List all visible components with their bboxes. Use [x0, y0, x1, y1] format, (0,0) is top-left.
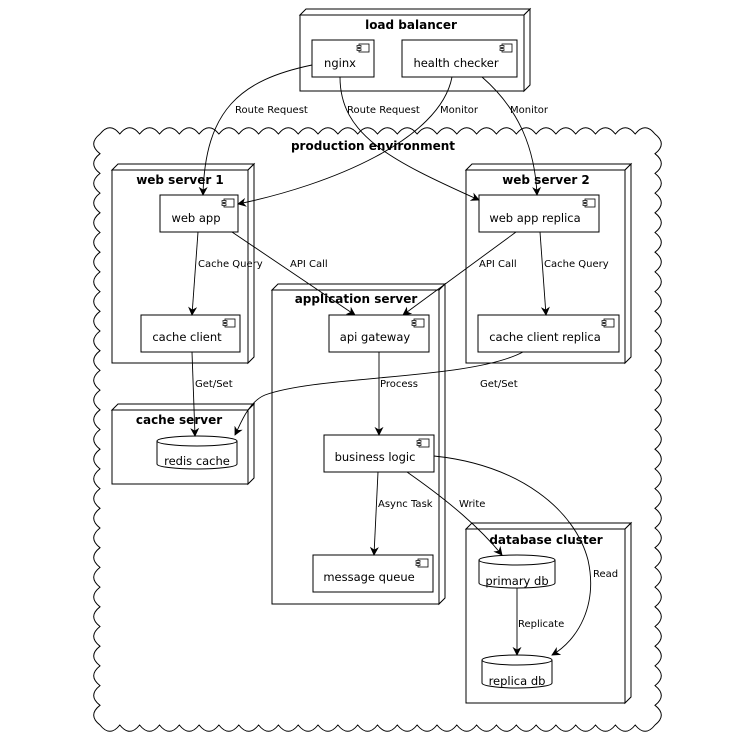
- database-redis-cache[interactable]: redis cache: [156, 435, 238, 470]
- edges: Route Request Route Request Monitor Moni…: [188, 64, 618, 656]
- node-load-balancer[interactable]: load balancer nginx health checker: [298, 7, 532, 93]
- edge-label: Get/Set: [480, 379, 518, 390]
- edge-label: Cache Query: [198, 259, 263, 270]
- component-icon: [499, 43, 513, 53]
- node-database-cluster[interactable]: database cluster primary db replica db: [464, 521, 633, 705]
- component-icon: [416, 438, 430, 448]
- node-web-server-1[interactable]: web server 1 web app cache client: [110, 162, 256, 365]
- edge-label: Monitor: [510, 105, 549, 116]
- edge-label: API Call: [479, 259, 517, 270]
- component-icon: [415, 558, 429, 568]
- edge-nginx-to-web-app-replica: Route Request: [339, 76, 480, 201]
- edge-web-app-replica-to-cache-client-replica: Cache Query: [539, 231, 609, 316]
- edge-api-gateway-to-business-logic: Process: [374, 352, 418, 436]
- web-server-1-title: web server 1: [136, 173, 224, 187]
- edge-web-app-to-cache-client: Cache Query: [188, 231, 263, 316]
- component-icon: [411, 318, 425, 328]
- database-cluster-title: database cluster: [489, 533, 602, 547]
- edge-primary-db-to-replica-db: Replicate: [512, 588, 564, 656]
- replica-db-label: replica db: [489, 674, 546, 688]
- edge-business-logic-to-primary-db: Write: [406, 471, 503, 556]
- edge-label: Read: [593, 569, 618, 580]
- edge-label: Route Request: [235, 105, 308, 116]
- component-nginx[interactable]: nginx: [311, 39, 375, 78]
- edge-cache-client-replica-to-redis-cache: Get/Set: [234, 351, 524, 436]
- edge-health-checker-to-web-app-replica: Monitor: [481, 76, 549, 196]
- component-icon: [356, 43, 370, 53]
- edge-business-logic-to-message-queue: Async Task: [369, 471, 433, 556]
- component-icon: [582, 198, 596, 208]
- component-cache-client[interactable]: cache client: [140, 314, 241, 353]
- component-business-logic[interactable]: business logic: [323, 434, 435, 473]
- edge-label: Get/Set: [195, 379, 233, 390]
- node-application-server[interactable]: application server api gateway business …: [270, 282, 447, 606]
- edge-label: Async Task: [378, 499, 433, 510]
- component-api-gateway[interactable]: api gateway: [328, 314, 430, 353]
- component-web-app-replica[interactable]: web app replica: [478, 194, 600, 233]
- edge-web-app-replica-to-api-gateway: API Call: [402, 231, 517, 316]
- application-server-title: application server: [295, 292, 418, 306]
- edge-web-app-to-api-gateway: API Call: [231, 231, 356, 316]
- edge-label: API Call: [290, 259, 328, 270]
- edge-nginx-to-web-app: Route Request: [198, 64, 313, 196]
- edge-label: Replicate: [518, 619, 564, 630]
- cache-client-label: cache client: [152, 330, 222, 344]
- component-icon: [601, 318, 615, 328]
- primary-db-label: primary db: [485, 574, 548, 588]
- health-checker-label: health checker: [413, 56, 498, 70]
- edge-label: Write: [459, 499, 485, 510]
- component-icon: [221, 198, 235, 208]
- business-logic-label: business logic: [335, 450, 416, 464]
- database-replica-db[interactable]: replica db: [481, 654, 553, 689]
- edge-business-logic-to-replica-db: Read: [433, 455, 618, 656]
- cache-server-title: cache server: [136, 413, 222, 427]
- component-message-queue[interactable]: message queue: [312, 554, 434, 593]
- edge-label: Route Request: [347, 105, 420, 116]
- component-web-app[interactable]: web app: [159, 194, 239, 233]
- nginx-label: nginx: [324, 56, 356, 70]
- web-app-replica-label: web app replica: [489, 211, 580, 225]
- edge-cache-client-to-redis-cache: Get/Set: [190, 351, 233, 437]
- cache-client-replica-label: cache client replica: [489, 330, 601, 344]
- node-cache-server[interactable]: cache server redis cache: [110, 402, 256, 486]
- component-cache-client-replica[interactable]: cache client replica: [477, 314, 620, 353]
- component-icon: [222, 318, 236, 328]
- edge-label: Process: [380, 379, 418, 390]
- edge-label: Monitor: [440, 105, 479, 116]
- edge-health-checker-to-web-app: Monitor: [237, 76, 479, 207]
- web-server-2-title: web server 2: [502, 173, 590, 187]
- database-primary-db[interactable]: primary db: [478, 554, 556, 589]
- web-app-label: web app: [171, 211, 220, 225]
- load-balancer-title: load balancer: [365, 18, 457, 32]
- message-queue-label: message queue: [323, 570, 414, 584]
- api-gateway-label: api gateway: [340, 330, 411, 344]
- edge-label: Cache Query: [544, 259, 609, 270]
- component-health-checker[interactable]: health checker: [401, 39, 518, 78]
- redis-cache-label: redis cache: [164, 454, 230, 468]
- node-web-server-2[interactable]: web server 2 web app replica cache clien…: [464, 162, 633, 365]
- production-environment-label: production environment: [291, 139, 455, 153]
